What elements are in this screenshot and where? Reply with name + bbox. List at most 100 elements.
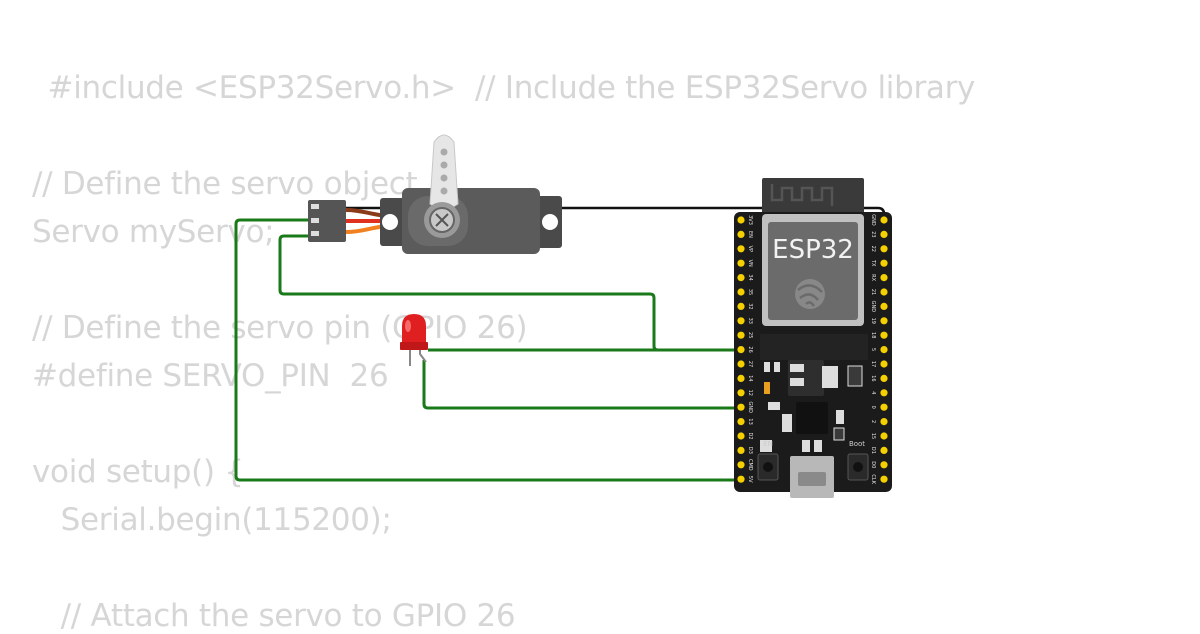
left-pin-32[interactable] [737,302,745,310]
right-pin-21[interactable] [880,288,888,296]
smd-component [802,440,810,452]
left-pin-12[interactable] [737,389,745,397]
left-pin-d2[interactable] [737,432,745,440]
wire-servo-signal[interactable] [278,234,740,352]
code-line-comment-servo-pin: // Define the servo pin (GPIO 26) [32,310,528,346]
right-pin-label: 17 [870,361,876,367]
right-pin-d0[interactable] [880,461,888,469]
right-pin-label: 19 [870,318,876,324]
right-pin-label: 23 [870,231,876,237]
en-button-cap [763,462,773,472]
smd-component [782,414,792,432]
left-pin-13[interactable] [737,418,745,426]
code-line-comment-servo-object: // Define the servo object [32,166,418,202]
right-pin-5[interactable] [880,346,888,354]
left-pin-label: 12 [747,390,753,396]
right-pin-18[interactable] [880,331,888,339]
left-pin-label: 32 [747,303,753,309]
servo-screw-cross-icon [435,213,449,227]
right-pin-label: 4 [870,391,876,394]
left-pin-14[interactable] [737,374,745,382]
right-pin-22[interactable] [880,245,888,253]
left-pin-label: 26 [747,346,753,352]
left-pin-25[interactable] [737,331,745,339]
right-pin-19[interactable] [880,317,888,325]
boot-button-cap [853,462,863,472]
left-pin-26[interactable] [737,346,745,354]
red-led[interactable] [400,314,428,366]
left-pin-gnd[interactable] [737,403,745,411]
right-pin-16[interactable] [880,374,888,382]
left-pin-vn[interactable] [737,259,745,267]
smd-resistor [764,362,770,372]
right-pin-label: 22 [870,246,876,252]
left-header-pins: 3V3ENVPVN343532332526271412GND13D2D3CMD5… [737,215,753,483]
left-pin-label: EN [747,231,753,238]
left-pin-label: 13 [747,418,753,424]
left-pin-label: VN [747,260,753,267]
left-pin-27[interactable] [737,360,745,368]
right-pin-17[interactable] [880,360,888,368]
right-pin-label: TX [870,259,876,267]
servo-horn [429,134,459,210]
right-pin-0[interactable] [880,403,888,411]
smd-resistor [774,362,780,372]
led-base [400,342,428,350]
esp32-shield-top [768,222,858,320]
right-pin-clk[interactable] [880,475,888,483]
wire-led-cathode[interactable] [422,360,740,410]
espressif-logo-swirl [797,284,823,307]
right-pin-23[interactable] [880,230,888,238]
usb-uart-chip [796,402,828,434]
code-line-servo-declaration: Servo myServo; [32,214,275,250]
led-anode-leg [419,348,427,363]
right-pin-d1[interactable] [880,446,888,454]
smd-component [814,440,822,452]
right-pin-gnd[interactable] [880,216,888,224]
servo-connector-pin-gnd [311,204,319,209]
left-pin-33[interactable] [737,317,745,325]
left-pin-cmd[interactable] [737,461,745,469]
board-component-area [760,334,868,360]
right-pin-label: GND [870,301,876,313]
boot-button-label: Boot [849,440,865,448]
right-pin-label: 16 [870,375,876,381]
wire-5v-power[interactable] [234,218,740,482]
left-pin-label: D3 [747,447,753,454]
left-pin-d3[interactable] [737,446,745,454]
left-pin-35[interactable] [737,288,745,296]
left-pin-vp[interactable] [737,245,745,253]
right-pin-gnd[interactable] [880,302,888,310]
right-pin-tx[interactable] [880,259,888,267]
left-pin-5v[interactable] [737,475,745,483]
left-pin-en[interactable] [737,230,745,238]
left-pin-label: CMD [747,459,753,471]
servo-horn-hole-4 [440,187,448,195]
left-pin-3v3[interactable] [737,216,745,224]
left-pin-label: 35 [747,289,753,295]
left-pin-label: VP [747,246,753,252]
code-line-void-setup: void setup() { [32,454,244,490]
right-pin-4[interactable] [880,389,888,397]
left-pin-label: 14 [747,375,753,381]
esp32-board[interactable]: 3V3ENVPVN343532332526271412GND13D2D3CMD5… [734,178,892,498]
code-line-serial-begin: Serial.begin(115200); [32,502,392,538]
right-pin-label: 5 [870,348,876,351]
left-pin-label: 25 [747,332,753,338]
esp32-label: ESP32 [772,235,854,265]
en-button-label: EN [763,440,773,448]
left-pin-label: 34 [747,274,753,280]
right-pin-rx[interactable] [880,274,888,282]
code-line-include: #include <ESP32Servo.h> // Include the E… [38,70,976,106]
code-line-comment-attach: // Attach the servo to GPIO 26 [32,598,516,634]
right-pin-2[interactable] [880,418,888,426]
right-pin-15[interactable] [880,432,888,440]
servo-horn-hole-1 [440,148,448,156]
servo-connector-pin-signal [311,231,319,236]
servo-horn-hole-2 [440,161,448,169]
servo-motor[interactable] [308,134,562,254]
servo-connector-pin-vcc [311,218,319,223]
right-pin-label: D0 [870,461,876,468]
left-pin-34[interactable] [737,274,745,282]
